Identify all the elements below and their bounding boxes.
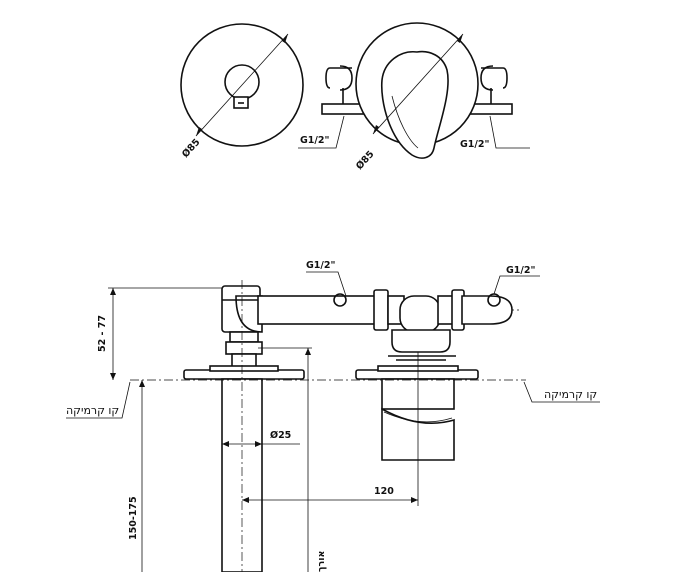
offset-label: 120 xyxy=(374,486,394,497)
diameter-label-left: Ø85 xyxy=(180,137,202,160)
rosette-circle xyxy=(180,23,304,147)
right-bulb xyxy=(461,295,513,325)
side-thread-right-label: G1/2" xyxy=(506,265,535,276)
spout-circle xyxy=(224,64,260,100)
thread-left xyxy=(321,103,365,115)
diameter-line xyxy=(195,33,289,137)
tile-line-label-right: קו קרמיקה xyxy=(544,388,597,401)
diameter-line-right xyxy=(372,33,464,135)
depth-range-label: 150-175 xyxy=(128,496,139,540)
spout-diameter-label: Ø25 xyxy=(270,430,291,441)
nut-collar xyxy=(373,289,389,331)
diameter-label-right: Ø85 xyxy=(354,149,376,172)
front-view-mixer-rosette: Ø85 G1/2" G1/2" xyxy=(298,22,530,172)
thread-label-left: G1/2" xyxy=(300,135,329,146)
spout-length-label: אורך xyxy=(316,551,327,572)
front-view-spout-rosette: Ø85 xyxy=(180,23,304,160)
height-range-label: 52 - 77 xyxy=(97,315,108,352)
mixer-base xyxy=(391,329,451,353)
side-thread-top-label: G1/2" xyxy=(306,260,335,271)
tile-line-label-left: קו קרמיקה xyxy=(66,404,119,417)
horizontal-pipe xyxy=(257,295,379,325)
mixer-handle xyxy=(380,50,449,159)
side-view xyxy=(130,280,526,572)
thread-right xyxy=(469,103,513,115)
mixer-body xyxy=(399,295,441,333)
thread-label-right: G1/2" xyxy=(460,139,489,150)
dimensions: 52 - 77 150-175 אורך Ø25 120 G1/2" G1/2"… xyxy=(66,260,600,572)
